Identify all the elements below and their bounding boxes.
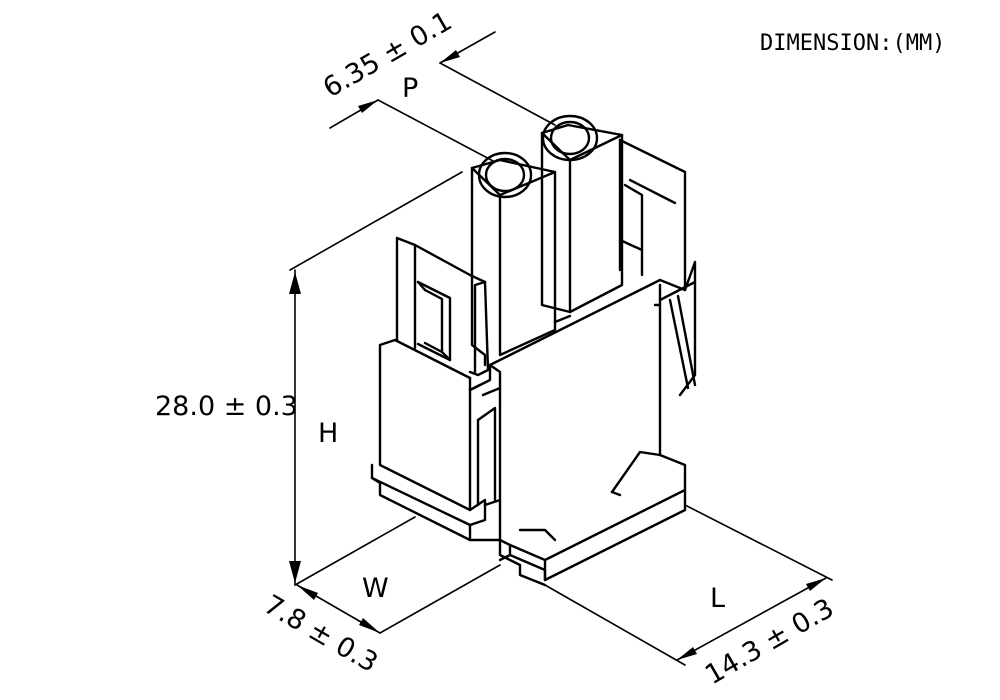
pitch-value: 6.35 ± 0.1 [318,6,457,104]
height-arrow-bottom [289,561,301,583]
height-dimension: H 28.0 ± 0.3 [155,171,463,586]
width-arrow-right [359,618,380,633]
length-letter: L [710,583,725,614]
pitch-dimension: P 6.35 ± 0.1 [318,6,556,163]
dimension-unit-label: DIMENSION:(MM) [760,31,945,56]
length-arrow-left [677,647,697,660]
height-arrow-top [289,272,301,294]
pitch-arrow-left [358,100,378,113]
height-value: 28.0 ± 0.3 [155,391,298,422]
width-letter: W [362,573,389,604]
connector-housing [370,138,697,587]
pitch-arrow-right [440,50,460,63]
width-arrow-left [297,585,318,600]
length-arrow-right [806,578,826,591]
terminal-tower-right [540,114,624,324]
height-letter: H [318,418,338,449]
pitch-letter: P [402,73,418,104]
length-dimension: L 14.3 ± 0.3 [544,504,839,691]
